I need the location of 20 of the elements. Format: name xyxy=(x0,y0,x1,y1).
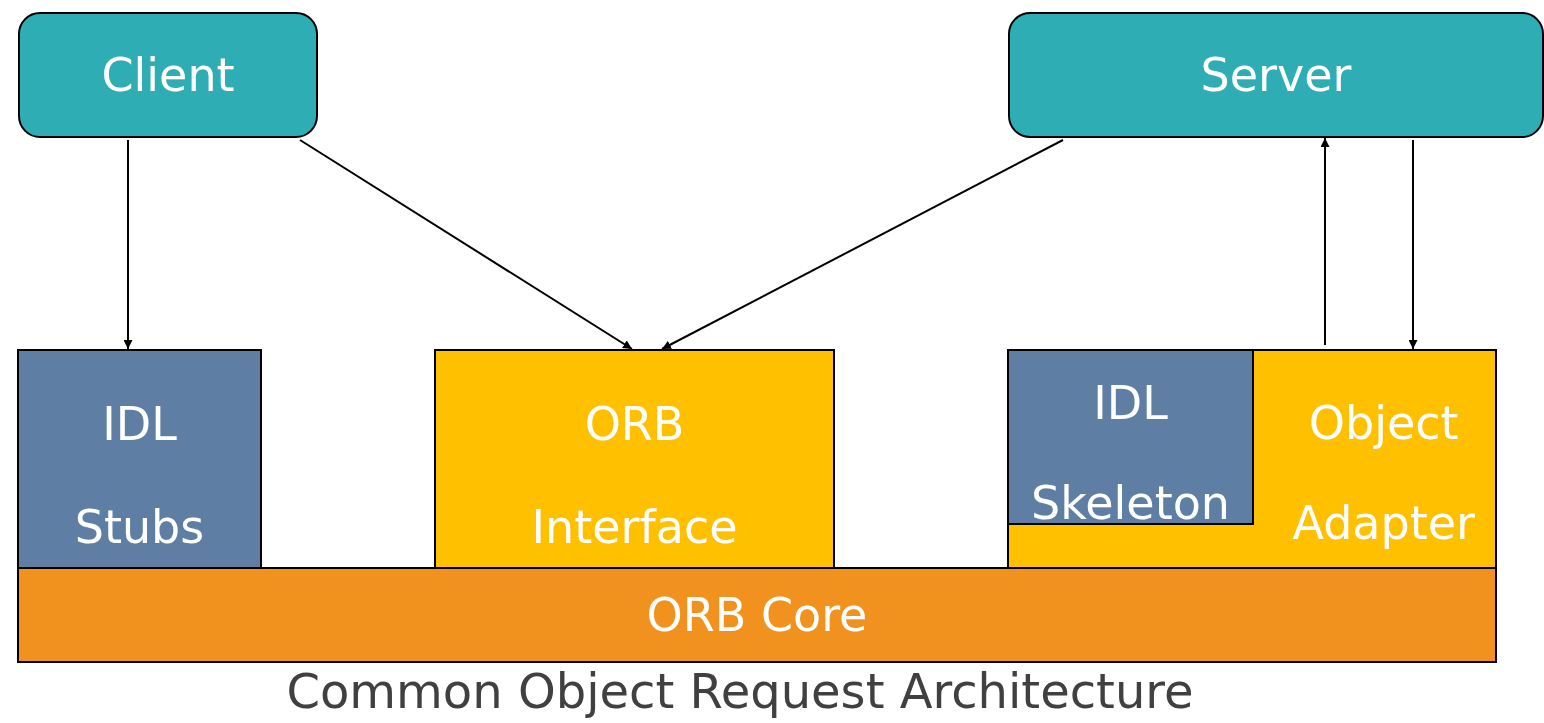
core-bar xyxy=(17,567,1497,663)
node-label: ORB Core xyxy=(646,586,868,644)
node-label: Server xyxy=(1200,46,1352,104)
arrow xyxy=(123,139,133,350)
node-label: IDL Skeleton xyxy=(1031,375,1230,532)
node-label: Object Adapter xyxy=(1292,395,1475,552)
server-box xyxy=(1008,12,1544,138)
adapter-box xyxy=(1007,349,1497,569)
skeleton-box xyxy=(1009,351,1254,525)
node-label: IDL Stubs xyxy=(74,396,205,556)
stubs-box xyxy=(17,349,262,569)
caption: Common Object Request Architecture xyxy=(285,662,1195,720)
arrow xyxy=(1320,137,1330,346)
arrow xyxy=(661,139,1064,350)
arrow xyxy=(299,139,633,350)
node-label: ORB Interface xyxy=(531,396,738,556)
client-box xyxy=(18,12,318,138)
interface-box xyxy=(434,349,835,569)
node-label: Client xyxy=(101,46,235,104)
arrow xyxy=(1408,139,1418,350)
